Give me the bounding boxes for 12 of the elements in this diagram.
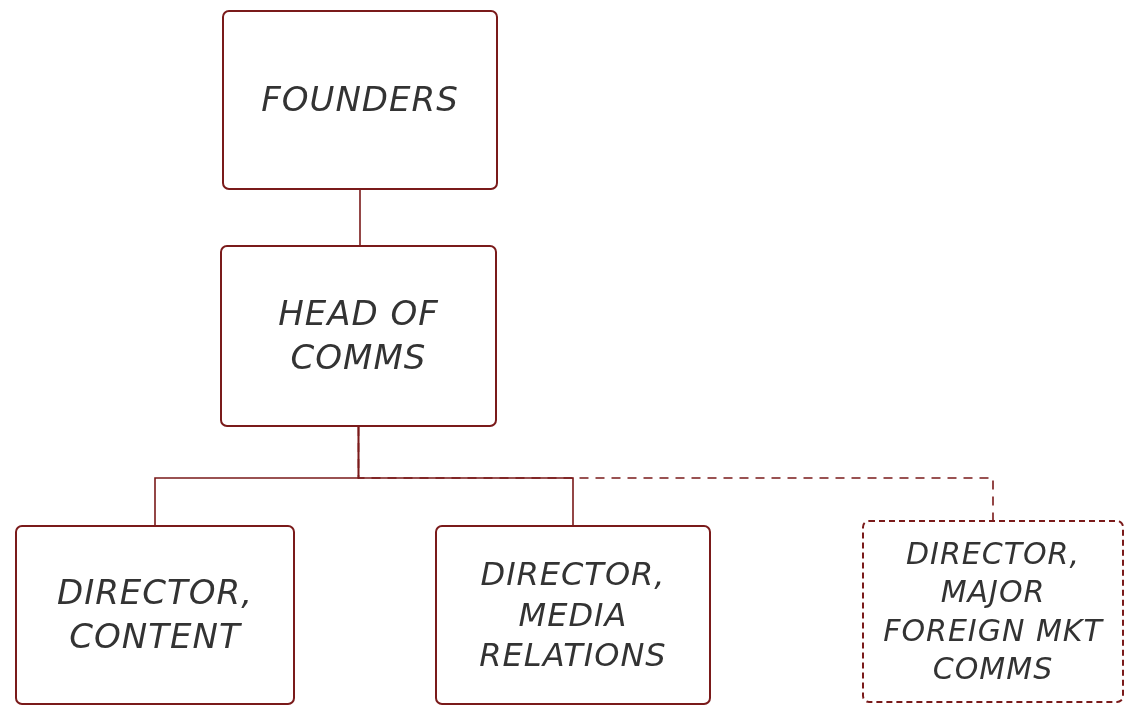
role-box [220,245,497,427]
role-box [15,525,295,705]
role-label: DIRECTOR, CONTENT [56,571,254,658]
connector-line [357,426,994,521]
role-box [222,10,498,190]
role-label: FOUNDERS [261,78,459,122]
connector-line [359,189,361,246]
role-label: DIRECTOR, MEDIA RELATIONS [478,553,668,677]
role-label: HEAD OF COMMS [277,292,440,379]
role-label: DIRECTOR, MAJOR FOREIGN MKT COMMS [882,534,1104,688]
role-box [862,520,1124,703]
role-box [435,525,711,705]
